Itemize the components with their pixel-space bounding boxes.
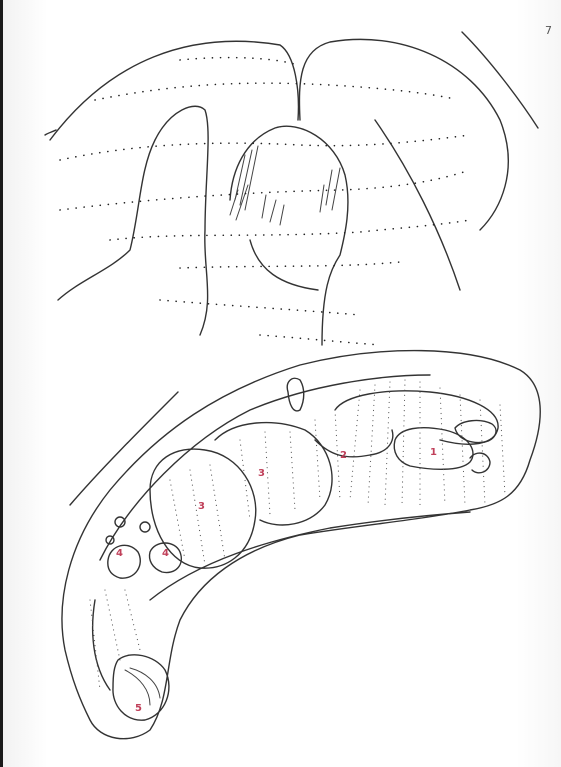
- segment-label-4a: 4: [116, 548, 123, 559]
- lower-small-ring-2: [140, 522, 150, 532]
- upper-central-lower-curve: [250, 240, 318, 290]
- segment-label-4b: 4: [162, 548, 169, 559]
- lower-figure: 1 2 3 3 4 4 5: [62, 351, 540, 739]
- segment-label-1: 1: [430, 447, 437, 458]
- segment-label-3b: 3: [198, 501, 205, 512]
- lower-lobe-5-folds: [125, 668, 160, 705]
- upper-bristle-cluster: [230, 146, 340, 225]
- segment-label-5: 5: [135, 703, 142, 714]
- lower-inner-loop: [335, 391, 498, 444]
- upper-figure: [45, 32, 538, 345]
- segment-label-2: 2: [340, 450, 347, 461]
- upper-outline-right-lobe: [299, 39, 508, 230]
- page-corner-mark: 7: [545, 24, 552, 37]
- lower-lobe-4-left: [108, 545, 140, 578]
- segment-number-labels: 1 2 3 3 4 4 5: [116, 447, 437, 714]
- upper-outline-left-lobe: [50, 41, 298, 140]
- segment-label-3a: 3: [258, 468, 265, 479]
- lower-segment-large-3b: [215, 423, 332, 525]
- lower-scale-bar: [70, 392, 178, 505]
- lower-stalk: [93, 600, 110, 690]
- lower-ventral-line: [150, 512, 470, 600]
- lower-inner-contour: [100, 375, 430, 560]
- upper-scale-bar: [462, 32, 538, 128]
- upper-right-line: [375, 120, 460, 290]
- upper-left-column: [58, 106, 208, 335]
